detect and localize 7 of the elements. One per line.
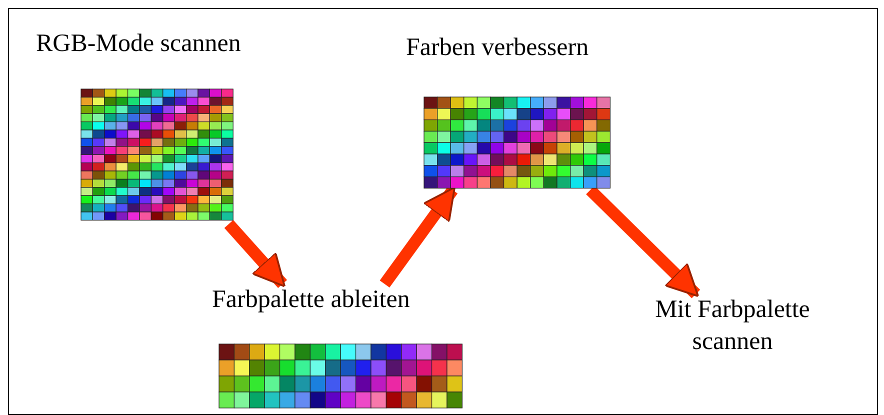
arrow [380, 186, 458, 288]
step-title: Farbpalette ableiten [212, 285, 411, 315]
arrow [586, 186, 700, 298]
step-title: RGB-Mode scannen [36, 29, 242, 59]
step-title: Farben verbessern [406, 33, 590, 63]
arrow [224, 220, 288, 288]
step-title: Mit Farbpalette scannen [654, 295, 811, 357]
